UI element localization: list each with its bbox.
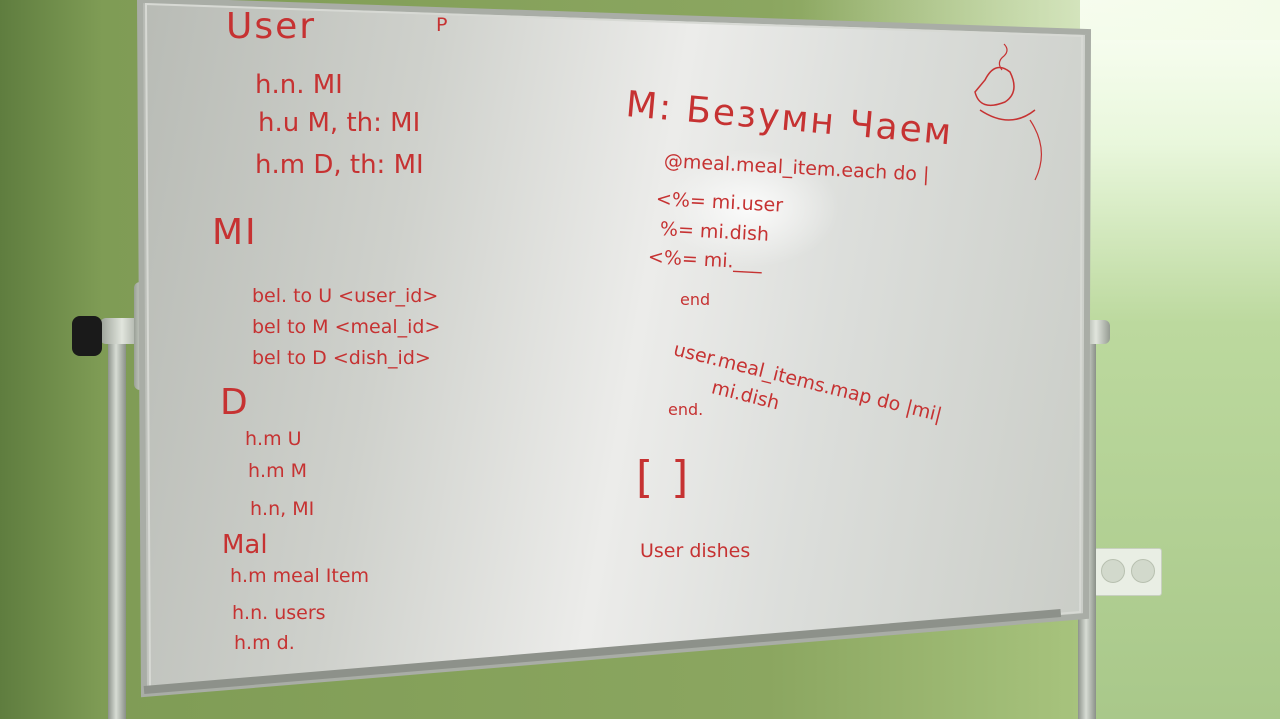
meal-title: Mal xyxy=(222,530,268,560)
marker-tray xyxy=(143,609,1062,694)
user-line: h.n. MI xyxy=(255,70,343,100)
end-line: end xyxy=(680,290,711,309)
user-line: h.m D, th: MI xyxy=(255,150,424,180)
board-inner-edge xyxy=(144,2,1084,690)
mi-title: MI xyxy=(212,212,258,253)
light-glare xyxy=(660,148,840,268)
d-line: h.m U xyxy=(245,428,302,450)
user-title: User xyxy=(226,6,317,47)
socket-outlet xyxy=(1131,559,1155,583)
d-line: h.n, MI xyxy=(250,498,315,520)
mi-line: bel. to U <user_id> xyxy=(252,285,439,307)
bracket-stroke xyxy=(1029,119,1043,181)
socket-outlet xyxy=(1101,559,1125,583)
mi-line: bel to M <meal_id> xyxy=(252,316,441,338)
meal-line: h.m meal Item xyxy=(230,565,370,587)
steam-doodle xyxy=(998,43,1008,71)
left-stand-leg xyxy=(108,330,126,719)
meal-line: h.n. users xyxy=(232,602,326,624)
board-frame xyxy=(136,0,1092,698)
d-title: D xyxy=(220,382,250,423)
meal-line: h.m d. xyxy=(234,632,295,654)
tension-knob xyxy=(72,316,102,356)
footer-label: User dishes xyxy=(640,540,751,562)
whiteboard xyxy=(140,0,1088,694)
map-end: end. xyxy=(668,400,704,419)
teacup-doodle xyxy=(974,66,1015,107)
d-line: h.m M xyxy=(248,460,308,482)
bright-wall xyxy=(1080,0,1280,719)
teacup-saucer xyxy=(979,109,1036,121)
user-line: h.u M, th: MI xyxy=(258,108,421,138)
mi-line: bel to D <dish_id> xyxy=(252,347,431,369)
user-mark: P xyxy=(436,14,448,36)
array-bracket: [ ] xyxy=(636,452,691,503)
